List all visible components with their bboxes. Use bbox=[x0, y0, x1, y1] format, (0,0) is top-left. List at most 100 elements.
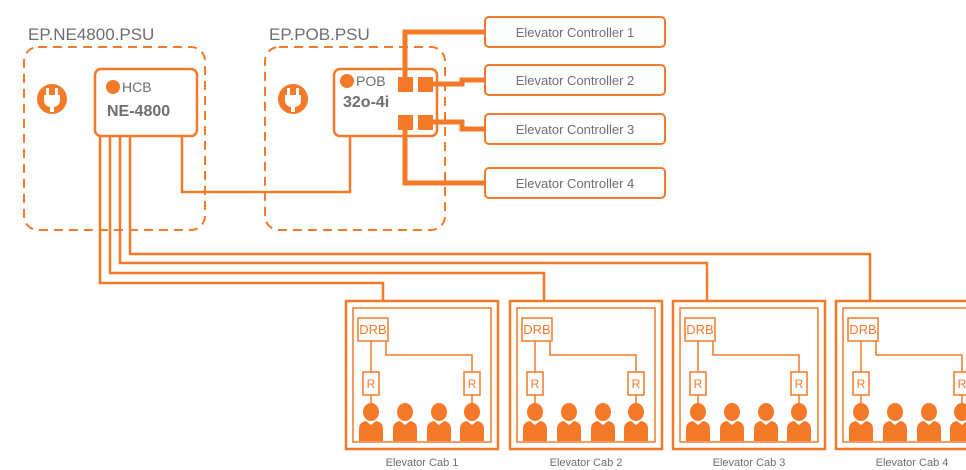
controller-label-4: Elevator Controller 4 bbox=[516, 176, 635, 191]
controller-label-1: Elevator Controller 1 bbox=[516, 25, 635, 40]
controller-box-3 bbox=[484, 113, 666, 145]
person-body bbox=[950, 421, 966, 441]
person-body bbox=[359, 421, 383, 441]
relay-box bbox=[953, 371, 966, 396]
controller-link-3 bbox=[433, 119, 485, 132]
person-body bbox=[624, 421, 648, 441]
person-head bbox=[431, 403, 447, 421]
cab-inner-frame bbox=[679, 307, 819, 443]
person-head bbox=[724, 403, 740, 421]
cab-label: Elevator Cab 3 bbox=[713, 457, 786, 469]
relay-label: R bbox=[795, 377, 804, 391]
pob-port bbox=[398, 115, 413, 130]
person-silhouette-icon bbox=[686, 403, 710, 441]
relay-label: R bbox=[632, 377, 641, 391]
person-body bbox=[754, 421, 778, 441]
relay-box bbox=[852, 371, 870, 396]
pob-port bbox=[418, 77, 433, 92]
person-body bbox=[460, 421, 484, 441]
controller-box-2 bbox=[484, 64, 666, 96]
pob-status-dot bbox=[340, 74, 354, 88]
cab-bus-4 bbox=[128, 136, 872, 318]
psu-title-pob: EP.POB.PSU bbox=[269, 25, 370, 44]
person-silhouette-icon bbox=[427, 403, 451, 441]
person-silhouette-icon bbox=[883, 403, 907, 441]
drb-relay-link bbox=[875, 341, 963, 372]
person-silhouette-icon bbox=[950, 403, 966, 441]
person-silhouette-icon bbox=[787, 403, 811, 441]
drb-label: DRB bbox=[686, 322, 713, 337]
psu-enclosure-pob bbox=[264, 46, 446, 231]
person-head bbox=[758, 403, 774, 421]
person-body bbox=[427, 421, 451, 441]
person-body bbox=[883, 421, 907, 441]
person-silhouette-icon bbox=[523, 403, 547, 441]
hcb-model: NE-4800 bbox=[107, 103, 170, 120]
person-body bbox=[849, 421, 873, 441]
controller-link-1 bbox=[402, 29, 485, 77]
cab-bus-1 bbox=[98, 136, 385, 318]
person-head bbox=[853, 403, 869, 421]
cab-inner-frame bbox=[842, 307, 966, 443]
relay-box bbox=[526, 371, 544, 396]
controller-label-2: Elevator Controller 2 bbox=[516, 73, 635, 88]
drb-label: DRB bbox=[849, 322, 876, 337]
controller-label-3: Elevator Controller 3 bbox=[516, 122, 635, 137]
power-plug-icon bbox=[278, 84, 308, 114]
drb-box bbox=[521, 317, 553, 342]
person-silhouette-icon bbox=[720, 403, 744, 441]
relay-box bbox=[790, 371, 808, 396]
person-head bbox=[628, 403, 644, 421]
person-body bbox=[787, 421, 811, 441]
psu-enclosure-ne4800 bbox=[23, 46, 206, 231]
drb-box bbox=[357, 317, 389, 342]
cab-inner-frame bbox=[516, 307, 656, 443]
power-plug-icon bbox=[37, 84, 67, 114]
person-head bbox=[887, 403, 903, 421]
person-head bbox=[363, 403, 379, 421]
person-head bbox=[527, 403, 543, 421]
relay-box bbox=[627, 371, 645, 396]
pob-model: 32o-4i bbox=[343, 94, 389, 111]
psu-title-ne4800: EP.NE4800.PSU bbox=[28, 25, 154, 44]
person-silhouette-icon bbox=[849, 403, 873, 441]
person-silhouette-icon bbox=[624, 403, 648, 441]
person-body bbox=[523, 421, 547, 441]
pob-port bbox=[418, 115, 433, 130]
hcb-status-dot bbox=[106, 80, 120, 94]
relay-box bbox=[463, 371, 481, 396]
cab-label: Elevator Cab 2 bbox=[550, 457, 623, 469]
person-head bbox=[690, 403, 706, 421]
relay-box bbox=[689, 371, 707, 396]
person-head bbox=[595, 403, 611, 421]
relay-label: R bbox=[694, 377, 703, 391]
person-silhouette-icon bbox=[591, 403, 615, 441]
cab-label: Elevator Cab 4 bbox=[876, 457, 949, 469]
drb-label: DRB bbox=[359, 322, 386, 337]
relay-label: R bbox=[468, 377, 477, 391]
person-head bbox=[397, 403, 413, 421]
elevator-cab-2: DRB R R Elevator Cab 2 bbox=[508, 299, 664, 469]
cab-bus-3 bbox=[118, 136, 709, 318]
person-head bbox=[791, 403, 807, 421]
person-body bbox=[686, 421, 710, 441]
controller-link-4 bbox=[402, 130, 485, 186]
person-silhouette-icon bbox=[917, 403, 941, 441]
controller-box-4 bbox=[484, 167, 666, 199]
person-head bbox=[464, 403, 480, 421]
person-silhouette-icon bbox=[359, 403, 383, 441]
person-body bbox=[917, 421, 941, 441]
cab-bus-2 bbox=[108, 136, 546, 318]
person-head bbox=[561, 403, 577, 421]
drb-label: DRB bbox=[523, 322, 550, 337]
hcb-label: HCB bbox=[122, 79, 152, 95]
relay-label: R bbox=[531, 377, 540, 391]
controller-box-1 bbox=[484, 16, 666, 48]
drb-relay-link bbox=[385, 341, 473, 372]
cab-label: Elevator Cab 1 bbox=[386, 457, 459, 469]
relay-box bbox=[362, 371, 380, 396]
person-silhouette-icon bbox=[754, 403, 778, 441]
